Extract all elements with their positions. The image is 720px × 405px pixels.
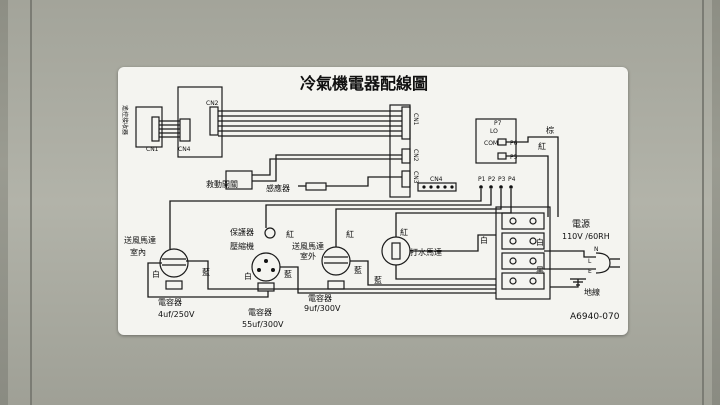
fan-capacitor [165, 280, 183, 290]
diagram-title: 冷氣機電器配線圖 [300, 74, 428, 93]
load-wiring [147, 189, 512, 298]
model-code: A6940-070 [570, 312, 620, 322]
sensor-label: 感應器 [266, 183, 290, 193]
outfan-capacitor-label: 電容器 [308, 293, 332, 303]
outdoor-label: 室外 [300, 251, 316, 261]
control-board [389, 104, 411, 198]
ground-icon [570, 278, 586, 286]
fan-blue-label: 藍 [202, 267, 210, 277]
cn3-right-connector [401, 170, 411, 188]
pump-white-label: 白 [480, 235, 488, 245]
white-main-label: 白 [536, 237, 544, 247]
relay-contact-b [497, 152, 507, 160]
p6-label: P6 [510, 140, 518, 147]
fan-capacitor-label: 電容器 [158, 297, 182, 307]
power-label: 電源 [572, 219, 590, 230]
relay-contact-a [497, 138, 507, 146]
remote-connector [151, 116, 160, 142]
p3-label: P3 [498, 176, 506, 183]
sensor-element [305, 182, 327, 191]
pump-blue-label: 藍 [374, 275, 382, 285]
compressor-icon [251, 252, 281, 282]
wiring-label-card: 冷氣機電器配線圖 遙控接收器 CN1 CN4 CN2 CN1 CN2 CN3 救… [118, 67, 628, 335]
black-wire-label: 黑 [536, 266, 544, 275]
ribbon-main [218, 110, 402, 137]
ground-label: 地線 [584, 287, 600, 297]
cn4-left-label: CN4 [178, 146, 191, 153]
p2-label: P2 [488, 176, 496, 183]
indoor-label: 室內 [130, 247, 146, 257]
emergency-switch-label: 救動開關 [206, 179, 238, 189]
cn3-right-label: CN3 [412, 171, 419, 184]
pump-motor-icon [381, 236, 411, 266]
indoor-fan-motor-icon [159, 248, 189, 278]
e-label: E [588, 268, 592, 275]
p1-label: P1 [478, 176, 486, 183]
remote-cn1-label: CN1 [146, 146, 159, 153]
comp-capacitor-label: 電容器 [248, 307, 272, 317]
p7-label: P7 [494, 120, 502, 127]
cn4-main-label: CN4 [430, 176, 443, 183]
lo-label: LO [490, 128, 498, 135]
terminal-cells [501, 212, 545, 290]
panel-seam-left [30, 0, 32, 405]
power-value: 110V /60RH [562, 232, 610, 241]
cn2-right-label: CN2 [412, 149, 419, 162]
cn2-top-label: CN2 [206, 100, 219, 107]
outfan-blue-label: 藍 [354, 265, 362, 275]
relay-block [475, 118, 517, 164]
emergency-switch-box [225, 170, 253, 190]
comp-capacitor-value: 55uf/300V [242, 320, 284, 329]
p4-label: P4 [508, 176, 516, 183]
protector-label: 保護器 [230, 227, 254, 237]
cn4-left-connector [179, 118, 191, 142]
red-wire-top-label: 紅 [538, 141, 546, 151]
cn2-right-connector [401, 148, 411, 164]
n-label: N [594, 246, 599, 253]
outdoor-fan-motor-icon [321, 246, 351, 276]
comp-red-label: 紅 [286, 229, 294, 239]
compressor-label: 壓縮機 [230, 241, 254, 251]
fan-motor-label: 送風馬達 [124, 235, 156, 245]
fan-capacitor-value: 4uf/250V [158, 310, 195, 319]
remote-receiver-box [135, 106, 163, 148]
cn4-main-pins [422, 185, 454, 189]
outdoor-fan-label: 送風馬達 [292, 241, 324, 251]
comp-capacitor [257, 282, 275, 292]
p-pins [479, 185, 513, 189]
cn4-main-connector [417, 182, 457, 192]
panel-seam-right [702, 0, 704, 405]
com-label: COM [484, 140, 498, 147]
cn1-right-connector [401, 106, 411, 140]
ribbon-remote-cn4 [159, 120, 180, 138]
wiring-diagram: 冷氣機電器配線圖 遙控接收器 CN1 CN4 CN2 CN1 CN2 CN3 救… [121, 74, 620, 329]
comp-blue-label: 藍 [284, 269, 292, 279]
protector-icon [264, 227, 276, 239]
outfan-capacitor-value: 9uf/300V [304, 304, 341, 313]
pump-red-label: 紅 [400, 227, 408, 237]
l-label: L [588, 258, 592, 265]
outfan-red-label: 紅 [346, 229, 354, 239]
p5-label: P5 [510, 154, 518, 161]
comp-white-label: 白 [244, 271, 252, 281]
power-plug-icon [595, 252, 620, 274]
fan-white-label: 白 [152, 269, 160, 279]
terminal-block [495, 206, 551, 300]
cn1-right-label: CN1 [412, 113, 419, 126]
pump-motor-label: 打水馬達 [410, 247, 442, 257]
remote-receiver-label: 遙控接收器 [121, 105, 129, 135]
cn2-top-connector [209, 106, 219, 136]
cn4-left-box [177, 86, 223, 158]
outfan-capacitor [327, 280, 345, 290]
brown-wire-label: 棕 [546, 125, 554, 135]
